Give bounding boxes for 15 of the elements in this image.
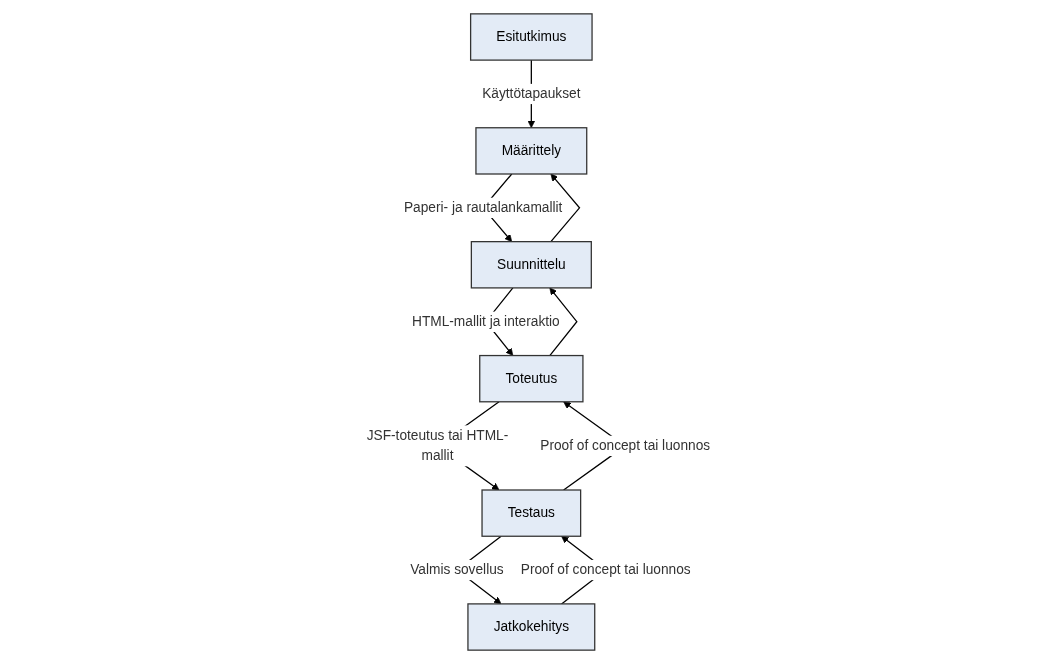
node-box: Jatkokehitys [466, 603, 595, 651]
edge-label: Käyttötapaukset [481, 86, 580, 101]
edge-label: HTML-mallit ja interaktio [411, 314, 560, 329]
arrow [548, 287, 578, 357]
node-box: Testaus [480, 489, 581, 537]
edge-label: Proof of concept tai luonnos [539, 438, 710, 453]
node-box: Suunnittelu [470, 241, 592, 289]
edge-label: Paperi- ja rautalankamallit [403, 200, 562, 215]
node-box: Esitutkimus [469, 13, 593, 61]
edge-label: JSF-toteutus tai HTML-mallit [366, 427, 508, 464]
edge-label: Valmis sovellus [409, 562, 504, 577]
node-box: Määrittely [474, 127, 587, 175]
arrow [549, 173, 580, 243]
node-box: Toteutus [478, 354, 584, 403]
edge-label: Proof of concept tai luonnos [520, 562, 691, 577]
